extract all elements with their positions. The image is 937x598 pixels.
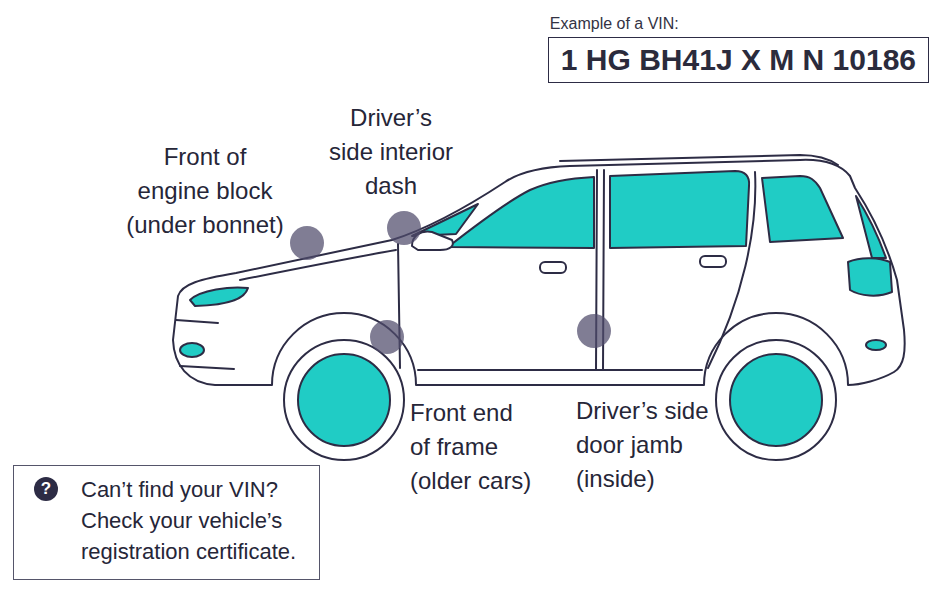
help-text: Can’t find your VIN? Check your vehicle’… (81, 474, 297, 567)
front-hub (298, 354, 390, 446)
location-label: Front of engine block (under bonnet) (126, 140, 284, 242)
vin-heading: Example of a VIN: (550, 14, 929, 34)
roof-rail (560, 155, 838, 165)
location-dot (290, 226, 324, 260)
location-label: Front end of frame (older cars) (410, 396, 532, 498)
rear-side-window (610, 171, 749, 248)
grille-line (176, 320, 218, 323)
vin-example: Example of a VIN: 1 HG BH41J X M N 10186 (548, 14, 929, 83)
sill (418, 369, 702, 371)
tail-light (848, 258, 892, 295)
front-bumper (180, 366, 234, 369)
location-dot (370, 320, 404, 354)
headlight (190, 288, 248, 307)
location-dot (387, 211, 421, 245)
help-icon: ? (34, 477, 58, 501)
door-handle (540, 262, 566, 273)
help-icon-mark: ? (34, 477, 58, 501)
rear-door-edge (708, 172, 755, 368)
location-label: Driver’s side door jamb (inside) (576, 394, 709, 496)
rear-window (856, 196, 886, 258)
rear-tyre (716, 340, 836, 460)
door-handle (700, 256, 726, 267)
quarter-window (762, 176, 843, 242)
rear-reflector (866, 340, 886, 350)
rear-hub (730, 354, 822, 446)
fog-light (180, 343, 204, 357)
front-tyre (284, 340, 404, 460)
front-side-window (448, 177, 594, 248)
location-dot (577, 314, 611, 348)
vin-code: 1 HG BH41J X M N 10186 (548, 37, 929, 83)
help-box: Can’t find your VIN? Check your vehicle’… (13, 465, 320, 580)
location-label: Driver’s side interior dash (329, 101, 454, 203)
